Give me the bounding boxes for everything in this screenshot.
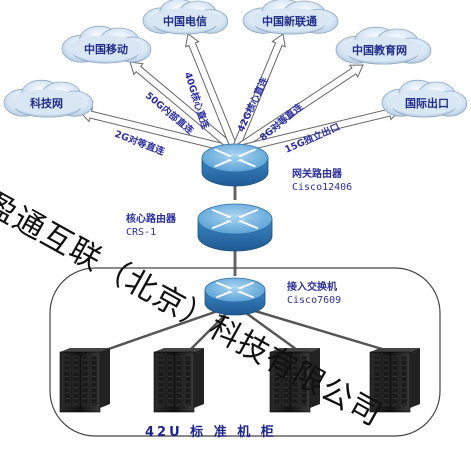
cloud-unicom [242,0,339,35]
link-unicom [231,33,286,152]
link-telecom [184,33,239,152]
cloud-label-cernet: 中国教育网 [352,44,407,57]
core-model: CRS-1 [126,227,157,238]
access-label: 接入交换机 Cisco7609 [287,281,341,307]
rack-3 [269,348,320,413]
cloud-label-unicom: 中国新联通 [262,15,317,28]
rack-4 [369,348,420,413]
gateway-label: 网关路由器 Cisco12406 [292,168,352,194]
gateway-router-icon [201,143,269,187]
cloud-telecom [142,0,229,35]
cloud-label-kejiwang: 科技网 [30,97,63,110]
isp-links [79,33,401,155]
link-cernet [232,64,364,154]
datacenter-boundary [49,267,441,437]
core-router-icon [197,203,273,252]
rack-caption: 42U 标 准 机 柜 [145,425,277,440]
rack-link-1 [99,303,236,354]
access-switch-icon [204,277,266,316]
cloud-label-mobile: 中国移动 [84,43,128,56]
cloud-cernet [335,26,432,65]
gateway-model: Cisco12406 [292,182,353,193]
cloud-label-intl: 国际出口 [405,97,449,110]
access-name: 接入交换机 [287,282,337,293]
rack-2 [153,348,204,413]
cloud-mobile [61,25,152,64]
cloud-group [3,0,468,118]
core-name: 核心路由器 [126,214,176,225]
rack-group [59,348,420,413]
cloud-kejiwang [3,79,94,118]
link-mobile [129,61,238,154]
cloud-intl [381,79,468,118]
link-kejiwang [79,107,237,155]
rack-link-4 [234,303,393,354]
access-model: Cisco7609 [287,295,342,306]
cloud-label-telecom: 中国电信 [163,15,207,28]
rack-1 [59,348,110,413]
gateway-name: 网关路由器 [292,169,342,180]
core-label: 核心路由器 CRS-1 [126,213,176,239]
